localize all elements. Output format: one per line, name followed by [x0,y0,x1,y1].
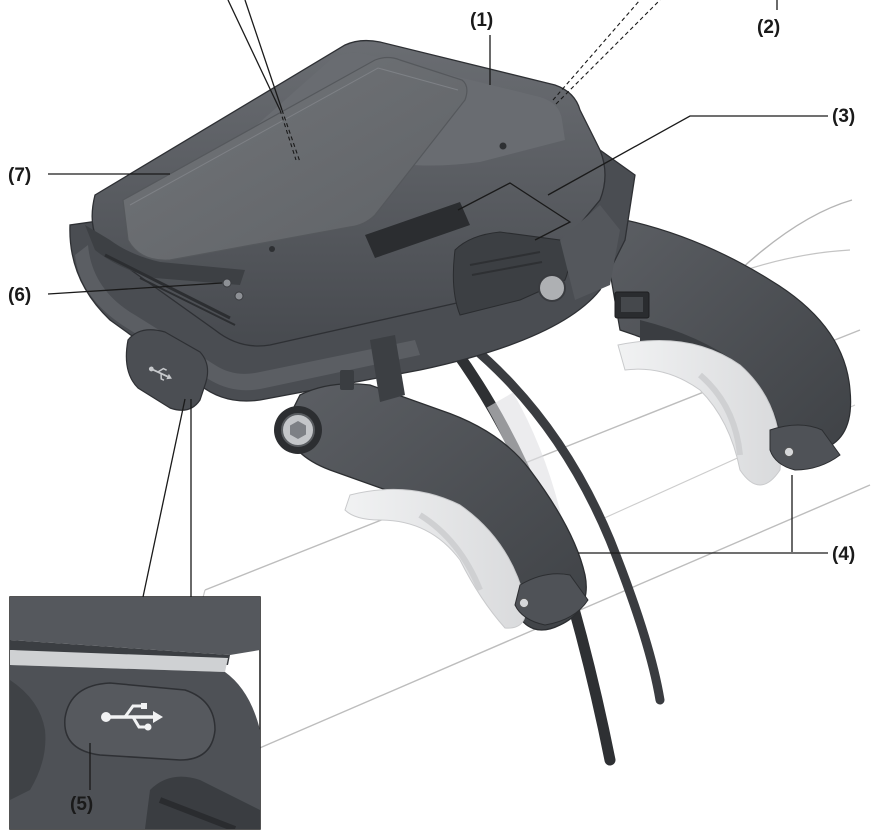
usb-cover-detail [64,682,216,761]
callout-4: (4) [832,544,855,565]
leader-lines [47,0,828,790]
display-unit [69,39,636,411]
usb-cover [125,329,209,411]
usb-icon [148,366,172,381]
screw-icon [269,246,275,252]
callout-labels: (1) (2) (3) (7) (6) (4) (5) [8,10,855,815]
callout-7: (7) [8,165,31,186]
light-sensor [234,291,244,301]
callout-5: (5) [70,794,93,815]
usb-detail-inset [9,596,261,830]
callout-2: (2) [757,17,780,38]
rear-clamp-arm [599,214,852,486]
front-clamp-arm [274,274,589,631]
callout-6: (6) [8,285,31,306]
touch-screen [122,56,468,261]
callout-1: (1) [470,10,493,31]
screw-icon [499,142,507,150]
usb-icon [101,703,163,731]
light-sensor [222,278,232,288]
callout-3: (3) [832,106,855,127]
